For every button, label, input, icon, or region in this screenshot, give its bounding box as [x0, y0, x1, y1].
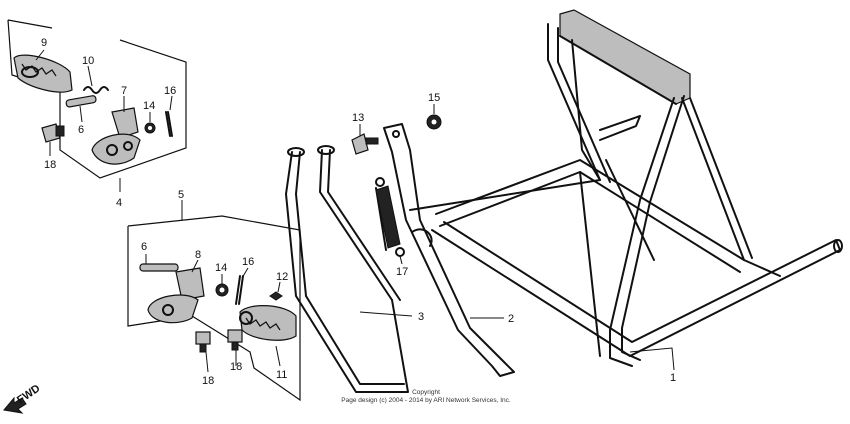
cotter-pin-16-upper[interactable] [165, 111, 173, 137]
nut-14-lower[interactable] [215, 283, 229, 297]
callout-14-upper: 14 [143, 100, 155, 112]
nut-15[interactable] [426, 114, 442, 130]
callout-5: 5 [178, 189, 184, 201]
callout-4: 4 [116, 197, 122, 209]
fwd-label: FWD [15, 383, 43, 407]
callout-7: 7 [121, 85, 127, 97]
callout-10: 10 [82, 55, 94, 67]
bracket-7[interactable] [91, 107, 141, 165]
fwd-direction-indicator: FWD [3, 383, 43, 414]
callout-6-lower: 6 [141, 241, 147, 253]
callout-2: 2 [508, 313, 514, 325]
callout-18-lower-a: 18 [202, 375, 214, 387]
bolt-13[interactable] [351, 133, 379, 155]
callout-1: 1 [670, 372, 676, 384]
pin-6-upper[interactable] [65, 95, 97, 108]
fwd-arrow-icon [3, 396, 27, 414]
spring-10[interactable] [83, 86, 109, 94]
copyright-line-2: Page design (c) 2004 - 2014 by ARI Netwo… [341, 397, 511, 404]
callout-18-lower-b: 18 [230, 361, 242, 373]
stand-leg-2[interactable] [383, 123, 515, 377]
copyright-line-1: Copyright [412, 389, 440, 396]
stand-frame-1[interactable] [409, 9, 843, 367]
bolt-18-lower-b[interactable] [227, 329, 243, 351]
spring-17[interactable] [375, 177, 405, 257]
callout-8: 8 [195, 249, 201, 261]
nut-14-upper[interactable] [144, 122, 156, 134]
spring-12[interactable] [269, 291, 283, 301]
callout-17: 17 [396, 266, 408, 278]
bolt-18-lower-a[interactable] [195, 331, 211, 353]
callout-12: 12 [276, 271, 288, 283]
callout-9: 9 [41, 37, 47, 49]
callout-3: 3 [418, 311, 424, 323]
callout-16-upper: 16 [164, 85, 176, 97]
bracket-8[interactable] [147, 267, 205, 324]
callout-14-lower: 14 [215, 262, 227, 274]
callout-13: 13 [352, 112, 364, 124]
callout-16-lower: 16 [242, 256, 254, 268]
side-stand-3[interactable] [285, 145, 409, 393]
pin-6-lower[interactable] [139, 263, 179, 272]
footpeg-9[interactable] [13, 54, 73, 93]
callout-18-upper: 18 [44, 159, 56, 171]
callout-11: 11 [276, 369, 287, 381]
cotter-pin-16-lower[interactable] [235, 275, 244, 305]
footpeg-11[interactable] [239, 305, 297, 341]
callout-15: 15 [428, 92, 440, 104]
callout-6-upper: 6 [78, 124, 84, 136]
bolt-18-upper[interactable] [41, 123, 65, 143]
